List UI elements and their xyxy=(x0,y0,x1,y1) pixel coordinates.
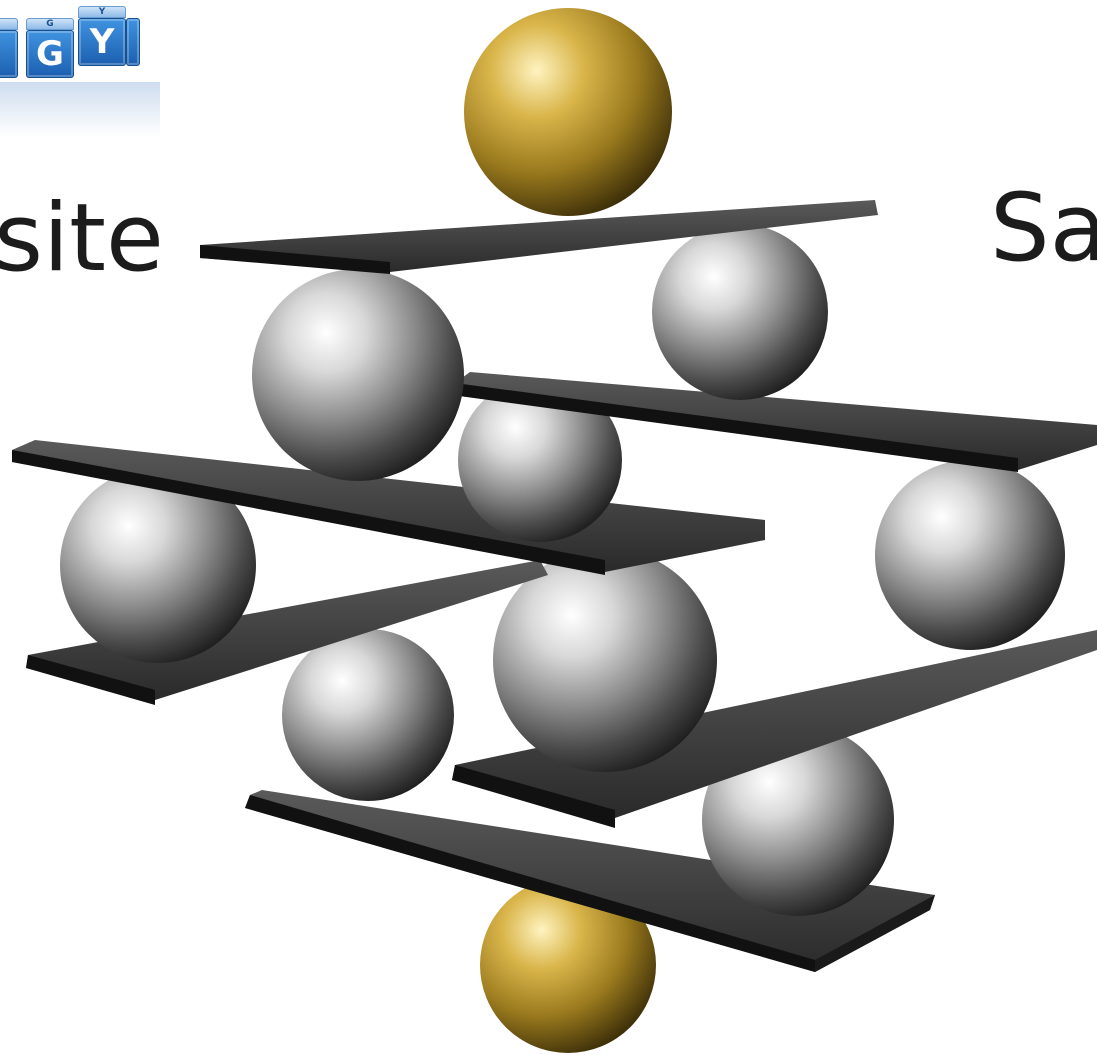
plate-left-low xyxy=(26,560,548,705)
logo-reflection xyxy=(0,82,160,137)
logo-cube-top-y: Y xyxy=(78,6,126,18)
plate-top xyxy=(200,200,878,274)
logo-cube-partial xyxy=(0,30,18,78)
plate-right-middle xyxy=(452,372,1097,472)
silver-sphere-upper-left xyxy=(252,269,464,481)
silver-sphere-right xyxy=(875,460,1065,650)
silver-sphere-back xyxy=(458,378,622,542)
logo-cube-g: G xyxy=(26,30,74,78)
silver-sphere-center xyxy=(493,548,717,772)
silver-sphere-lower-right xyxy=(702,724,894,916)
logo-cube-y: Y xyxy=(78,18,126,66)
gold-sphere-bottom xyxy=(480,877,656,1053)
plate-left-middle xyxy=(12,440,765,575)
logo: G G Y Y xyxy=(0,0,175,150)
slide-text-right: Sa xyxy=(990,174,1097,283)
slide-text-left: site xyxy=(0,184,164,293)
logo-cube-top-partial xyxy=(0,18,18,30)
plate-bottom xyxy=(245,790,935,972)
logo-cube-top-g: G xyxy=(26,18,74,30)
silver-sphere-lower-left xyxy=(282,629,454,801)
silver-sphere-left xyxy=(60,467,256,663)
gold-sphere-top xyxy=(464,8,672,216)
logo-cube-edge xyxy=(126,18,140,66)
silver-sphere-upper-right xyxy=(652,224,828,400)
